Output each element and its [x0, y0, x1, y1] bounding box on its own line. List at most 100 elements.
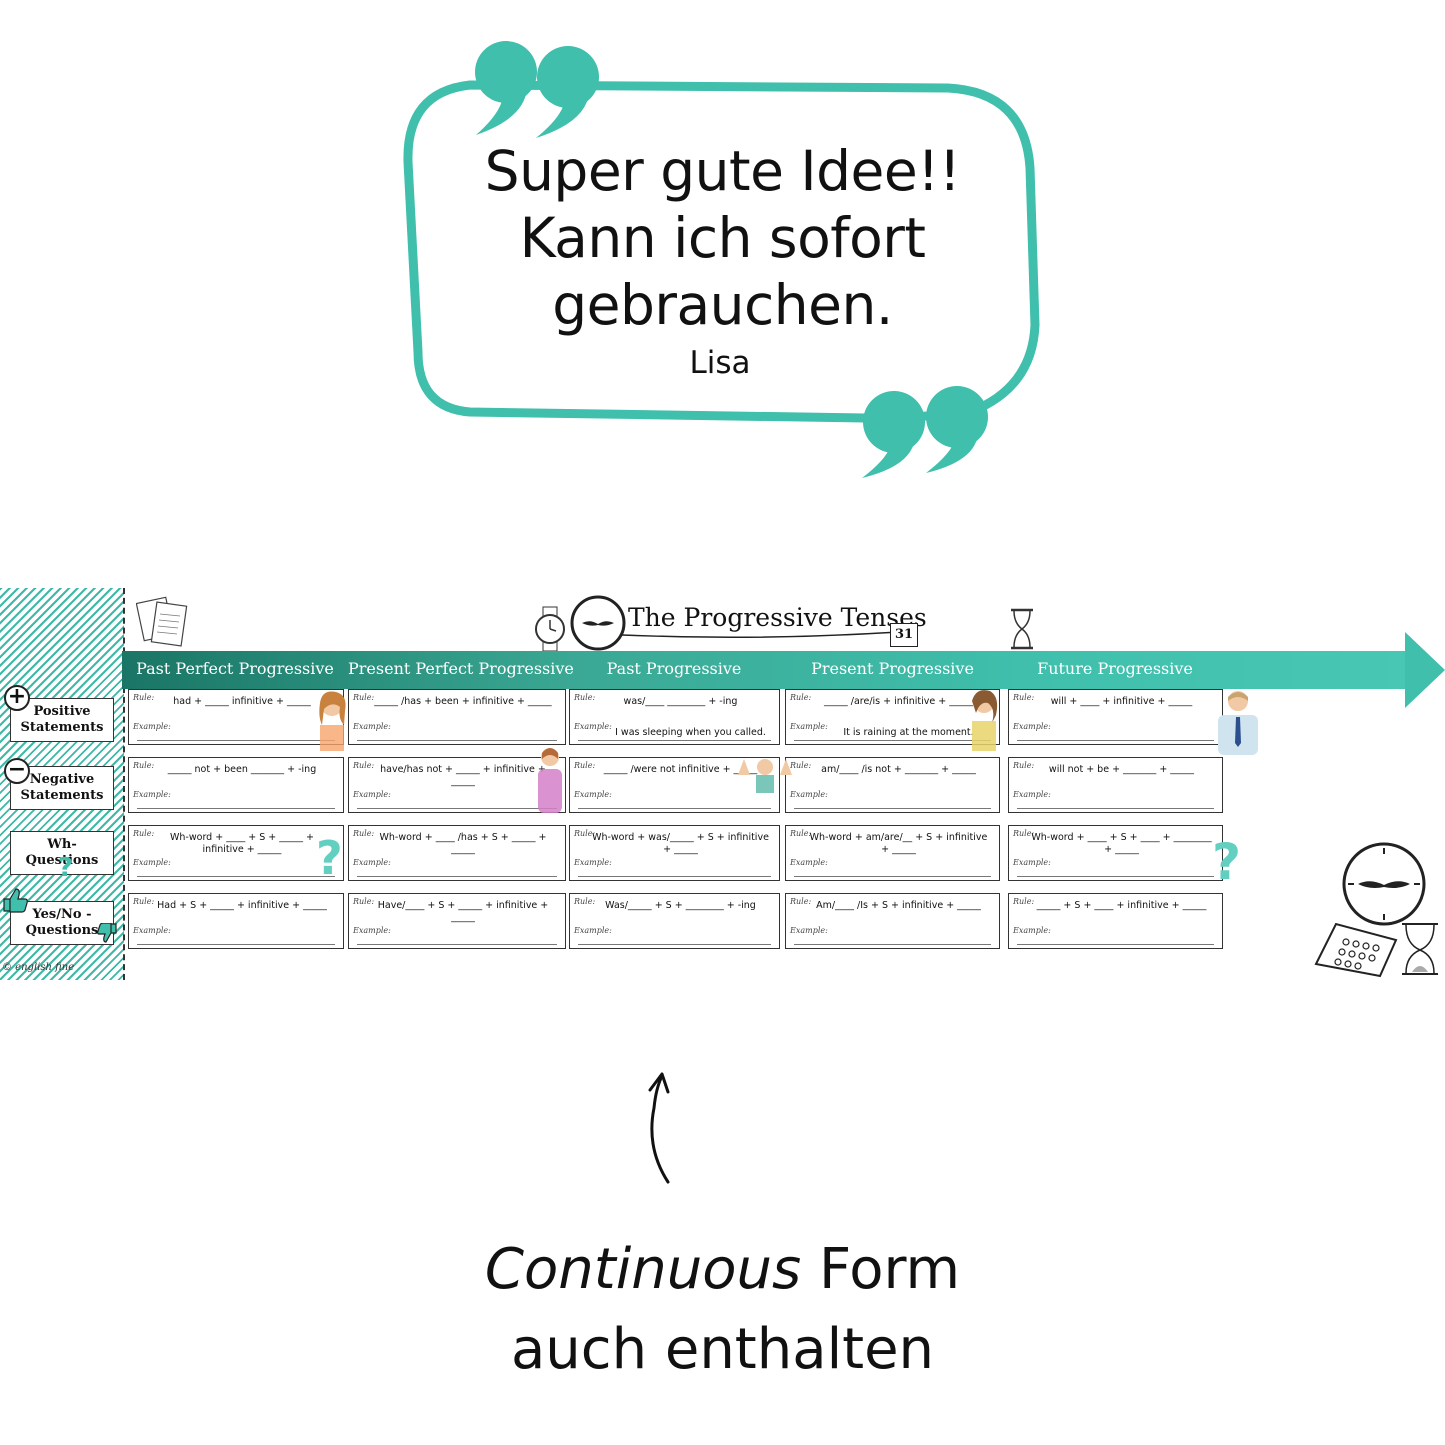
rule-label: Rule: — [790, 693, 812, 702]
timeline-arrow-head — [1405, 632, 1445, 708]
rule-text: Wh-word + ____ + S + _____ + infinitive … — [170, 832, 314, 855]
caption: Continuous Form auch enthalten — [340, 1230, 1105, 1390]
rule-text: will not + be + _______ + _____ — [1048, 764, 1195, 775]
rule-label: Rule: — [133, 829, 155, 838]
example-label: Example: — [790, 858, 828, 867]
testimonial-quote: Super gute Idee!! Kann ich sofort gebrau… — [440, 138, 1005, 339]
example-label: Example: — [353, 790, 391, 799]
row-label-text: Negative Statements — [20, 772, 104, 803]
row-label-yesno: Yes/No - Questions — [10, 901, 114, 945]
quote-line: Kann ich sofort — [519, 206, 926, 270]
rule-label: Rule: — [574, 693, 596, 702]
grid-cell: Rule:Example:Wh-word + ____ /has + S + _… — [348, 825, 566, 881]
clock-icon — [570, 595, 626, 651]
example-label: Example: — [574, 858, 612, 867]
example-text: It is raining at the moment. — [843, 727, 974, 738]
example-text: I was sleeping when you called. — [615, 727, 766, 738]
rule-label: Rule: — [790, 829, 812, 838]
rule-text: will + ____ + infinitive + _____ — [1050, 696, 1193, 707]
testimonial-author: Lisa — [689, 345, 751, 381]
example-label: Example: — [574, 926, 612, 935]
rule-label: Rule: — [574, 897, 596, 906]
column-header: Present Perfect Progressive — [348, 659, 574, 678]
rule-text: had + _____ infinitive + _____ — [173, 696, 311, 707]
timeline-band — [122, 651, 1407, 689]
hourglass-icon — [1011, 608, 1033, 650]
example-label: Example: — [1013, 926, 1051, 935]
row-label-wh: Wh-Questions — [10, 831, 114, 875]
rule-label: Rule: — [1013, 829, 1035, 838]
rule-text: _____ /were not infinitive + _____ — [603, 764, 758, 775]
writing-line — [578, 944, 771, 945]
example-label: Example: — [353, 926, 391, 935]
rule-text: Have/____ + S + _____ + infinitive + ___… — [377, 900, 549, 923]
grid-cell: Rule:Example:am/____ /is not + _______ +… — [785, 757, 1000, 813]
example-label: Example: — [133, 722, 171, 731]
rule-text: _____ /has + been + infinitive + _____ — [374, 696, 552, 707]
column-header: Past Progressive — [606, 659, 742, 678]
writing-line — [357, 740, 557, 741]
grid-cell: Rule:Example:Have/____ + S + _____ + inf… — [348, 893, 566, 949]
rule-label: Rule: — [133, 897, 155, 906]
rule-text: Am/____ /Is + S + infinitive + _____ — [816, 900, 981, 911]
rule-label: Rule: — [1013, 897, 1035, 906]
writing-line — [578, 808, 771, 809]
question-mark-icon: ? — [58, 853, 74, 883]
question-mark-icon: ? — [316, 831, 343, 885]
writing-line — [357, 808, 557, 809]
rule-text: Had + S + _____ + infinitive + _____ — [157, 900, 327, 911]
worksheet-preview: © english fine Positive Statements + Neg… — [0, 585, 1445, 985]
woman-illustration — [319, 691, 346, 751]
writing-line — [357, 944, 557, 945]
watch-icon — [535, 606, 565, 652]
rule-text: Wh-word + ____ /has + S + _____ + _____ — [379, 832, 547, 855]
writing-line — [1017, 740, 1214, 741]
rule-label: Rule: — [353, 693, 375, 702]
rule-label: Rule: — [790, 897, 812, 906]
column-header: Future Progressive — [1037, 659, 1193, 678]
rule-label: Rule: — [353, 829, 375, 838]
example-label: Example: — [133, 858, 171, 867]
example-label: Example: — [1013, 722, 1051, 731]
writing-line — [357, 876, 557, 877]
rule-text: was/____ ________ + -ing — [623, 696, 738, 707]
calendar-number: 31 — [894, 627, 914, 642]
quote-close-icon — [862, 386, 988, 478]
row-label-negative: Negative Statements — [10, 766, 114, 810]
thinking-woman-illustration — [972, 690, 998, 751]
grid-cell: Rule:Example:_____ /has + been + infinit… — [348, 689, 566, 745]
row-label-text: Positive Statements — [20, 704, 104, 735]
writing-line — [578, 876, 771, 877]
thumbs-up-icon — [3, 888, 28, 913]
rule-label: Rule: — [574, 761, 596, 770]
rule-text: Wh-word + was/_____ + S + infinitive + _… — [592, 832, 769, 855]
grid-cell: Rule:Example:_____ /are/is + infinitive … — [785, 689, 1000, 745]
column-header: Past Perfect Progressive — [136, 659, 334, 678]
example-label: Example: — [133, 926, 171, 935]
grid-cell: Rule:Example:_____ not + been _______ + … — [128, 757, 344, 813]
grid-cell: Rule: Example: Had + S + _____ + infinitiv… — [128, 893, 344, 949]
writing-line — [137, 944, 335, 945]
title-underline — [621, 630, 915, 638]
quote-line: gebrauchen. — [552, 273, 893, 337]
caption-rest: Form — [801, 1237, 961, 1302]
rule-text: _____ not + been _______ + -ing — [167, 764, 317, 775]
writing-line — [1017, 876, 1214, 877]
grid-cell: Rule:Example:Wh-word + ____ + S + ____ +… — [1008, 825, 1223, 881]
writing-line — [137, 876, 335, 877]
rule-text: Wh-word + am/are/__ + S + infinitive + _… — [809, 832, 988, 855]
question-mark-icon: ? — [1212, 833, 1242, 891]
example-label: Example: — [1013, 790, 1051, 799]
rule-label: Rule: — [574, 829, 596, 838]
girl-illustration — [538, 748, 562, 813]
grid-cell: Rule:Example:will not + be + _______ + _… — [1008, 757, 1223, 813]
credit-text: © english fine — [2, 962, 75, 973]
example-label: Example: — [790, 790, 828, 799]
quote-open-icon — [475, 41, 599, 138]
writing-line — [137, 808, 335, 809]
grid-cell: Rule: Example: Wh-word + am/are/__ + S + i… — [785, 825, 1000, 881]
rule-label: Rule: — [133, 693, 155, 702]
speech-bubble — [403, 41, 1040, 478]
row-label-text: Yes/No - Questions — [25, 907, 99, 938]
